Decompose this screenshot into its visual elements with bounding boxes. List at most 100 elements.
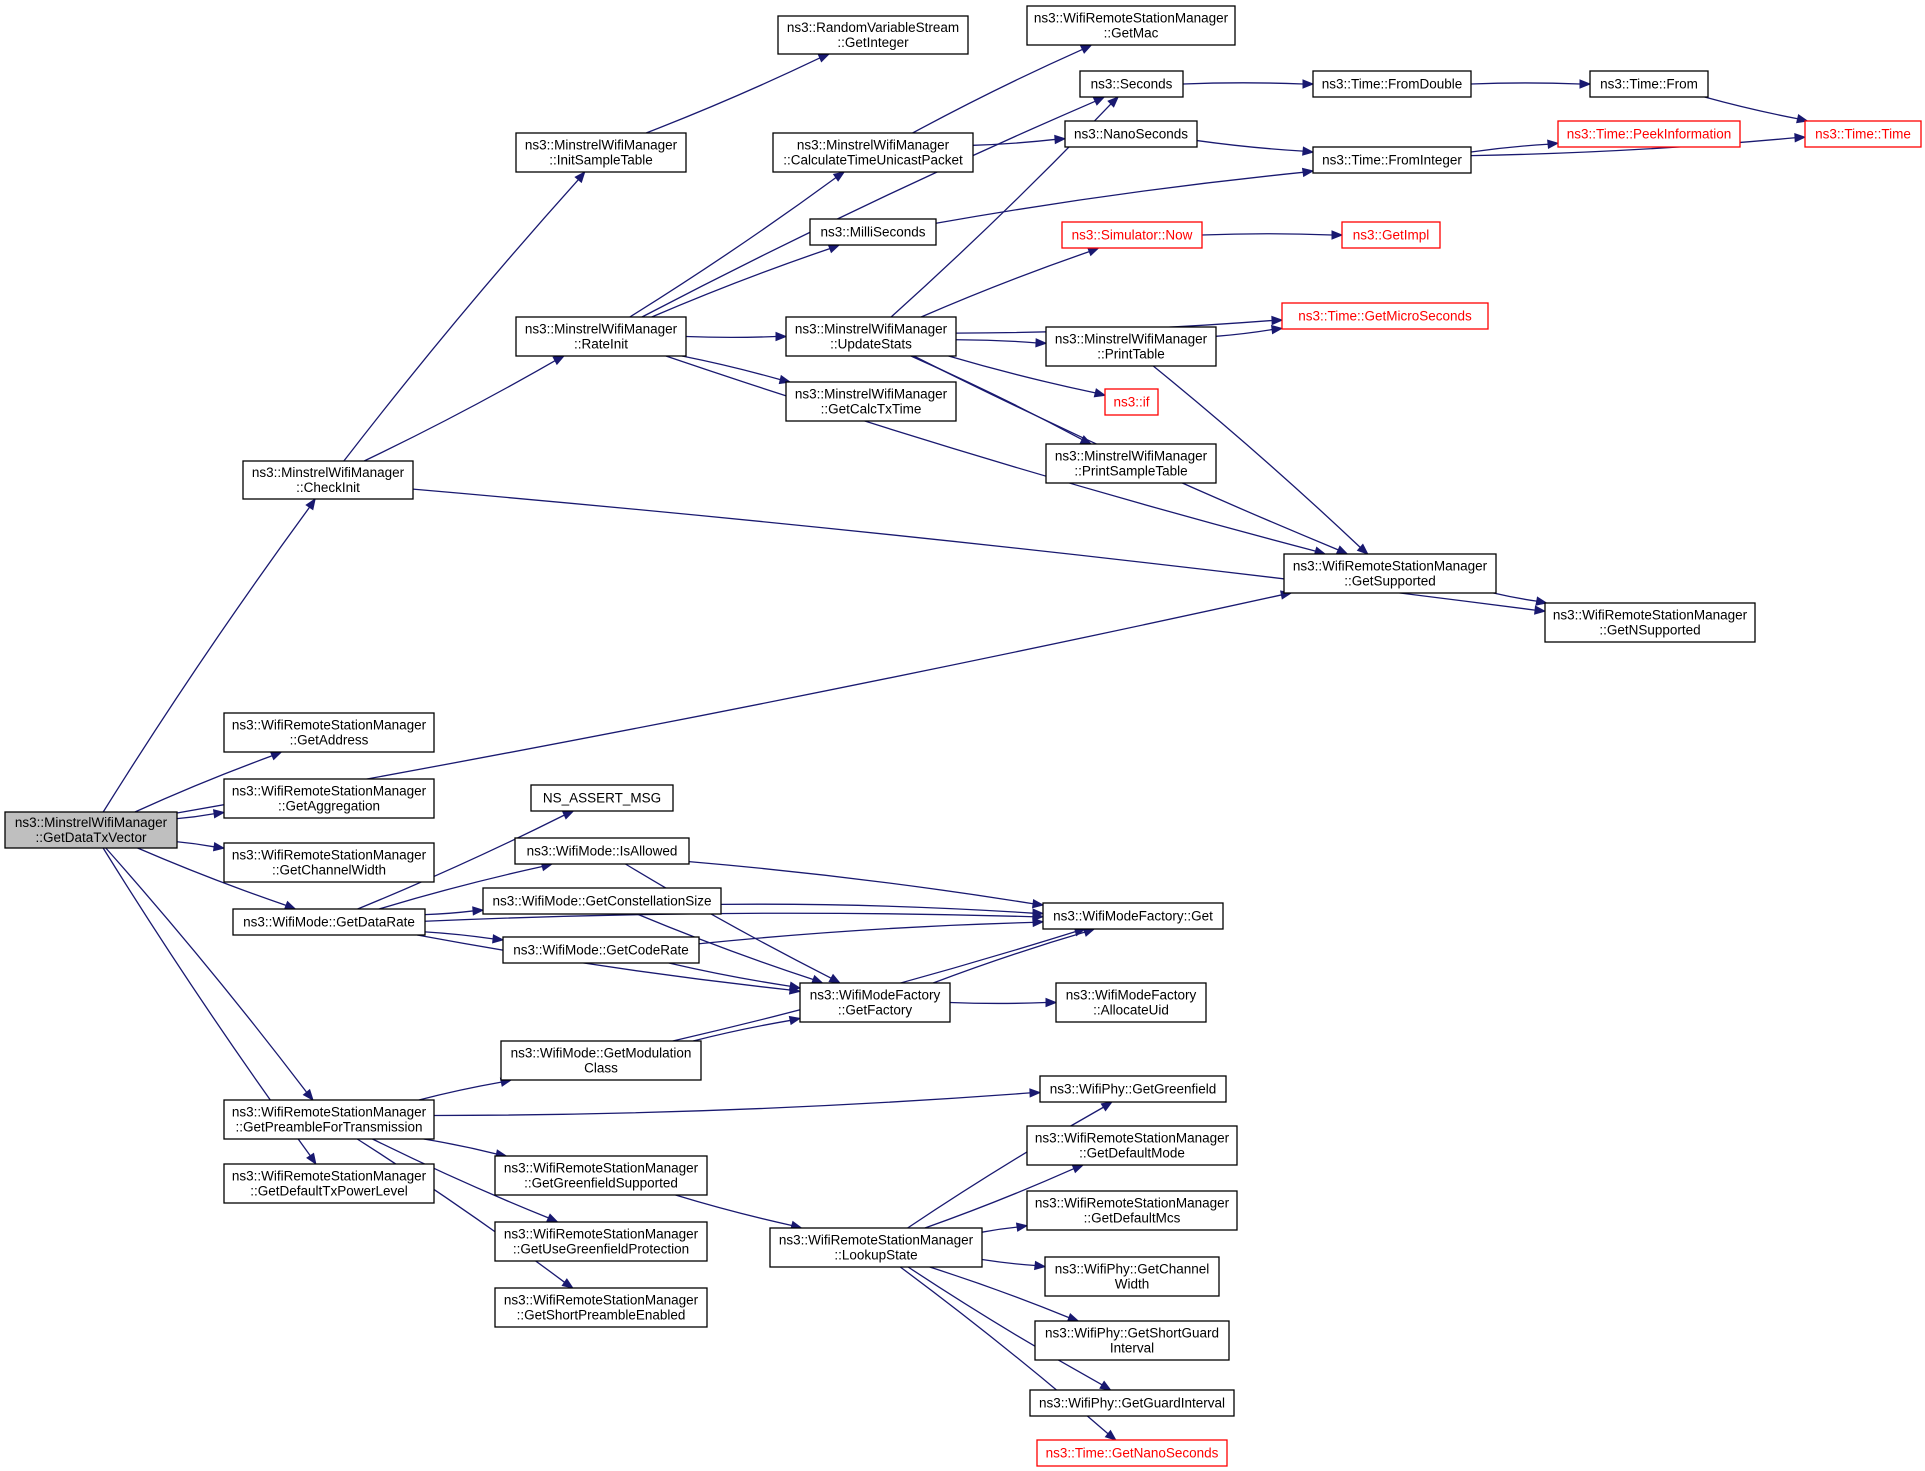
- arrowhead-root-to-getChannelWidth: [212, 842, 226, 852]
- arrowhead-lookupState-to-phyChannelWidth: [1034, 1260, 1047, 1271]
- node-getConstellation[interactable]: ns3::WifiMode::GetConstellationSize: [482, 887, 722, 915]
- node-phyChannelWidth[interactable]: ns3::WifiPhy::GetChannelWidth: [1044, 1256, 1220, 1297]
- node-label-calcTimeUnicast-0: ns3::MinstrelWifiManager: [797, 138, 950, 153]
- node-getCalcTxTime[interactable]: ns3::MinstrelWifiManager::GetCalcTxTime: [785, 381, 957, 422]
- node-label-getDefaultMcs-1: ::GetDefaultMcs: [1084, 1211, 1181, 1226]
- node-allocateUid[interactable]: ns3::WifiModeFactory::AllocateUid: [1055, 982, 1207, 1023]
- node-label-getDefaultTxPower-1: ::GetDefaultTxPowerLevel: [250, 1184, 408, 1199]
- node-timeFrom[interactable]: ns3::Time::From: [1589, 70, 1709, 98]
- arrowhead-updateStats-to-getSupported: [1335, 545, 1349, 555]
- node-label-getGreenfieldSupported-0: ns3::WifiRemoteStationManager: [504, 1161, 699, 1176]
- node-checkInit[interactable]: ns3::MinstrelWifiManager::CheckInit: [242, 460, 414, 500]
- node-getAggregation[interactable]: ns3::WifiRemoteStationManager::GetAggreg…: [223, 778, 435, 819]
- node-label-seconds-0: ns3::Seconds: [1091, 77, 1173, 92]
- node-getChannelWidth[interactable]: ns3::WifiRemoteStationManager::GetChanne…: [223, 842, 435, 883]
- edge-root-to-getAggregation: [176, 813, 215, 820]
- arrowhead-lookupState-to-phyGreenfield: [1100, 1101, 1114, 1112]
- edge-getSupported-to-getNSupported: [1493, 592, 1537, 602]
- node-timeFromInteger[interactable]: ns3::Time::FromInteger: [1312, 146, 1472, 174]
- edge-seconds-to-timeFromDouble: [1182, 82, 1304, 85]
- node-initSampleTable[interactable]: ns3::MinstrelWifiManager::InitSampleTabl…: [515, 132, 687, 173]
- node-label-getMac-1: ::GetMac: [1104, 26, 1159, 41]
- node-label-root-0: ns3::MinstrelWifiManager: [15, 815, 168, 830]
- arrowhead-isAllowed-to-factoryGet: [1032, 899, 1045, 909]
- edge-root-to-getPreamble: [105, 847, 308, 1093]
- node-label-getCalcTxTime-0: ns3::MinstrelWifiManager: [795, 387, 948, 402]
- node-factoryGetFactory[interactable]: ns3::WifiModeFactory::GetFactory: [799, 982, 951, 1023]
- edge-getGreenfieldSupported-to-lookupState: [675, 1194, 792, 1227]
- node-peekInformation[interactable]: ns3::Time::PeekInformation: [1557, 120, 1741, 148]
- arrowhead-getPreamble-to-getUseGreenfieldProt: [546, 1213, 559, 1223]
- node-getDefaultTxPower[interactable]: ns3::WifiRemoteStationManager::GetDefaul…: [223, 1163, 435, 1204]
- node-getMicroSeconds[interactable]: ns3::Time::GetMicroSeconds: [1281, 302, 1489, 330]
- node-printSampleTable[interactable]: ns3::MinstrelWifiManager::PrintSampleTab…: [1045, 443, 1217, 484]
- node-box-getSupported: [1283, 553, 1497, 594]
- node-nsAssertMsg[interactable]: NS_ASSERT_MSG: [530, 784, 674, 812]
- node-getSupported[interactable]: ns3::WifiRemoteStationManager::GetSuppor…: [1283, 553, 1497, 594]
- node-nanoSeconds[interactable]: ns3::NanoSeconds: [1064, 120, 1198, 148]
- node-nsIf[interactable]: ns3::if: [1104, 388, 1159, 416]
- node-phyGuardInterval[interactable]: ns3::WifiPhy::GetGuardInterval: [1029, 1389, 1235, 1417]
- node-box-getPreamble: [223, 1099, 435, 1140]
- node-getCodeRate[interactable]: ns3::WifiMode::GetCodeRate: [502, 936, 700, 964]
- node-box-nsAssertMsg: [530, 784, 674, 812]
- node-getAddress[interactable]: ns3::WifiRemoteStationManager::GetAddres…: [223, 712, 435, 753]
- node-label-getDataRate-0: ns3::WifiMode::GetDataRate: [243, 915, 415, 930]
- node-printTable[interactable]: ns3::MinstrelWifiManager::PrintTable: [1045, 326, 1217, 367]
- edge-rateInit-to-milliSeconds: [651, 247, 831, 318]
- node-calcTimeUnicast[interactable]: ns3::MinstrelWifiManager::CalculateTimeU…: [772, 132, 974, 173]
- arrowhead-milliSeconds-to-timeFromInteger: [1301, 167, 1315, 178]
- node-rateInit[interactable]: ns3::MinstrelWifiManager::RateInit: [515, 316, 687, 357]
- node-root[interactable]: ns3::MinstrelWifiManager::GetDataTxVecto…: [4, 811, 178, 849]
- node-getDefaultMcs[interactable]: ns3::WifiRemoteStationManager::GetDefaul…: [1026, 1190, 1238, 1231]
- node-label-getUseGreenfieldProt-1: ::GetUseGreenfieldProtection: [513, 1242, 689, 1257]
- node-simNow[interactable]: ns3::Simulator::Now: [1061, 221, 1203, 249]
- node-box-factoryGet: [1042, 902, 1224, 930]
- node-box-getAddress: [223, 712, 435, 753]
- edge-getPreamble-to-getGreenfieldSupported: [423, 1138, 497, 1155]
- node-label-checkInit-1: ::CheckInit: [296, 480, 360, 495]
- node-milliSeconds[interactable]: ns3::MilliSeconds: [809, 218, 937, 246]
- node-label-getNSupported-0: ns3::WifiRemoteStationManager: [1553, 608, 1748, 623]
- node-label-phyChannelWidth-0: ns3::WifiPhy::GetChannel: [1055, 1262, 1210, 1277]
- node-isAllowed[interactable]: ns3::WifiMode::IsAllowed: [514, 837, 690, 865]
- node-label-rvsGetInteger-1: ::GetInteger: [837, 35, 909, 50]
- node-timeTime[interactable]: ns3::Time::Time: [1804, 120, 1922, 148]
- node-factoryGet[interactable]: ns3::WifiModeFactory::Get: [1042, 902, 1224, 930]
- node-getNSupported[interactable]: ns3::WifiRemoteStationManager::GetNSuppo…: [1544, 602, 1756, 643]
- arrowhead-printTable-to-getMicroSeconds: [1271, 324, 1284, 335]
- arrowhead-root-to-getAddress: [269, 751, 283, 761]
- edge-getDataRate-to-getCodeRate: [424, 931, 494, 940]
- node-lookupState[interactable]: ns3::WifiRemoteStationManager::LookupSta…: [769, 1227, 983, 1268]
- node-getMac[interactable]: ns3::WifiRemoteStationManager::GetMac: [1026, 5, 1236, 46]
- node-box-timeTime: [1804, 120, 1922, 148]
- node-getGreenfieldSupported[interactable]: ns3::WifiRemoteStationManager::GetGreenf…: [494, 1155, 708, 1196]
- arrowhead-updateStats-to-printTable: [1035, 338, 1048, 348]
- node-label-getImpl-0: ns3::GetImpl: [1353, 228, 1430, 243]
- node-seconds[interactable]: ns3::Seconds: [1079, 70, 1184, 98]
- node-getNanoSeconds[interactable]: ns3::Time::GetNanoSeconds: [1036, 1439, 1228, 1467]
- node-label-getSupported-1: ::GetSupported: [1344, 574, 1436, 589]
- node-getDataRate[interactable]: ns3::WifiMode::GetDataRate: [232, 908, 426, 936]
- node-getUseGreenfieldProt[interactable]: ns3::WifiRemoteStationManager::GetUseGre…: [494, 1221, 708, 1262]
- edge-rateInit-to-getSupported: [665, 355, 1316, 552]
- node-label-printTable-0: ns3::MinstrelWifiManager: [1055, 332, 1208, 347]
- node-updateStats[interactable]: ns3::MinstrelWifiManager::UpdateStats: [785, 316, 957, 357]
- node-label-getPreamble-1: ::GetPreambleForTransmission: [235, 1120, 422, 1135]
- arrowhead-root-to-getPreamble: [302, 1088, 314, 1102]
- node-box-timeFromInteger: [1312, 146, 1472, 174]
- node-label-getModClass-1: Class: [584, 1061, 618, 1076]
- node-getImpl[interactable]: ns3::GetImpl: [1341, 221, 1441, 249]
- node-getShortPreamble[interactable]: ns3::WifiRemoteStationManager::GetShortP…: [494, 1287, 708, 1328]
- node-timeFromDouble[interactable]: ns3::Time::FromDouble: [1312, 70, 1472, 98]
- node-rvsGetInteger[interactable]: ns3::RandomVariableStream::GetInteger: [777, 15, 969, 55]
- node-getDefaultMode[interactable]: ns3::WifiRemoteStationManager::GetDefaul…: [1026, 1125, 1238, 1166]
- node-phyGreenfield[interactable]: ns3::WifiPhy::GetGreenfield: [1039, 1075, 1227, 1103]
- arrowhead-lookupState-to-phyShortGuard: [1066, 1312, 1080, 1322]
- node-getPreamble[interactable]: ns3::WifiRemoteStationManager::GetPreamb…: [223, 1099, 435, 1140]
- node-box-rateInit: [515, 316, 687, 357]
- arrowhead-lookupState-to-phyGuardInterval: [1099, 1380, 1112, 1391]
- node-box-getMicroSeconds: [1281, 302, 1489, 330]
